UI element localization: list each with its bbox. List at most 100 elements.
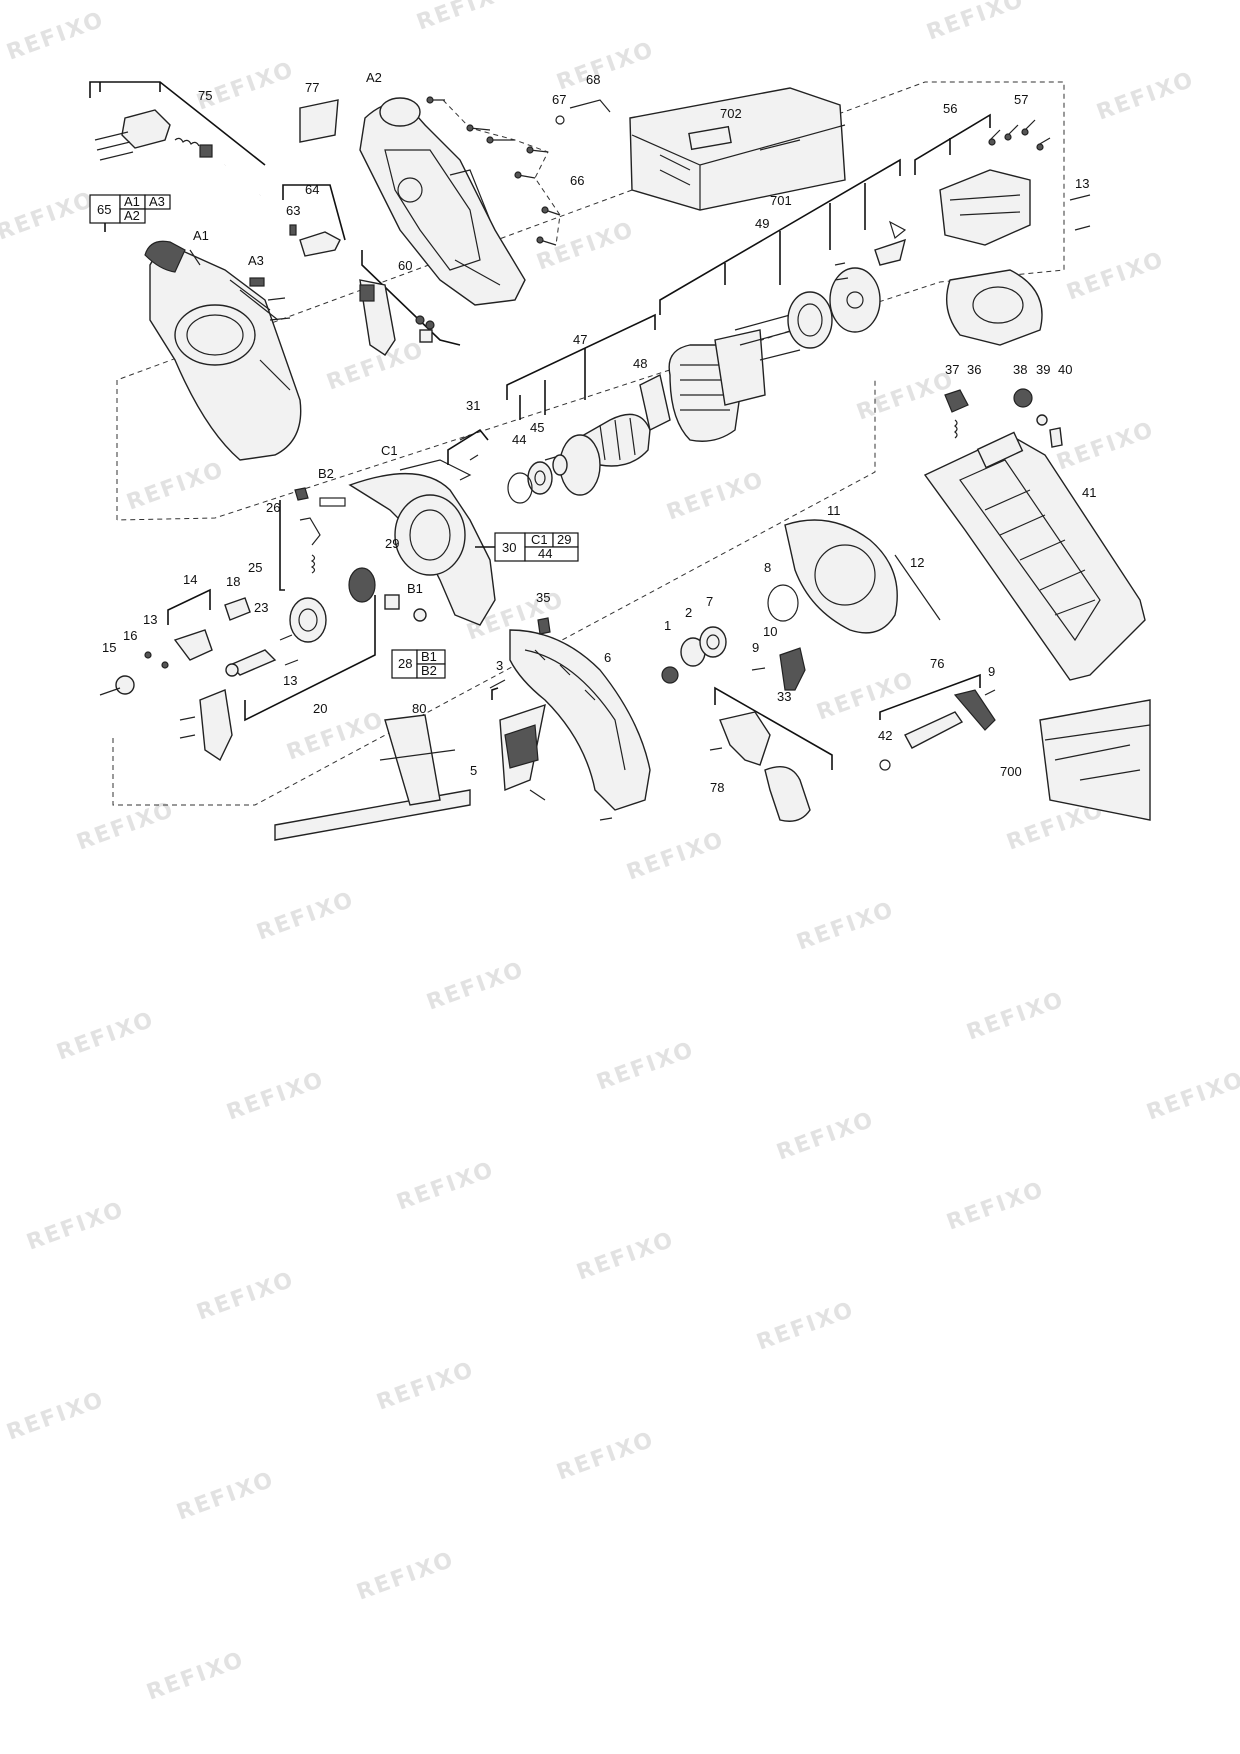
part-label: B2 [421,663,437,678]
reference-box-30 [475,532,579,562]
part-label: 9 [752,640,759,655]
watermark: REFIXO [194,1267,298,1325]
part-label: A1 [124,194,140,209]
part-label: 701 [770,193,792,208]
part-label: 18 [226,574,240,589]
rotor-47 [506,313,664,496]
parallel-guide-80 [274,714,471,841]
watermark: REFIXO [24,1197,128,1255]
riving-knife-3-5 [489,679,613,821]
lock-lever-76 [879,673,996,771]
watermark: REFIXO [374,1357,478,1415]
watermark: REFIXO [4,1387,108,1445]
part-label: 15 [102,640,116,655]
reference-box-28 [391,649,446,679]
clip-a3 [249,277,265,287]
watermark: REFIXO [4,7,108,65]
dust-port-33 [709,686,833,822]
part-label: 64 [305,182,319,197]
part-label: 25 [248,560,262,575]
part-label: 56 [943,101,957,116]
watermark: REFIXO [774,1107,878,1165]
bracket-31 [447,428,489,465]
part-label: 37 [945,362,959,377]
part-label: 1 [664,618,671,633]
carry-case-701 [629,87,846,211]
blade-guard-11 [784,519,898,634]
base-plate-41 [923,431,1146,681]
collar [199,144,213,158]
part-label: 8 [764,560,771,575]
watermark: REFIXO [554,37,658,95]
part-label: 28 [398,656,412,671]
part-label: 7 [706,594,713,609]
part-label: 30 [502,540,516,555]
watermark: REFIXO [754,1297,858,1355]
brush-holder-56 [914,113,1091,346]
part-label: 39 [1036,362,1050,377]
part-label: 16 [123,628,137,643]
part-label: 9 [988,664,995,679]
watermark: REFIXO [574,1227,678,1285]
knobs-36-40 [944,388,1063,448]
part-label: 60 [398,258,412,273]
lever-10 [751,647,806,691]
part-label: 700 [1000,764,1022,779]
watermark: REFIXO [1064,247,1168,305]
part-label: A3 [149,194,165,209]
screws-66 [426,96,561,246]
part-label: 80 [412,701,426,716]
handle-bracket [121,109,171,149]
switch-60 [359,250,461,356]
lower-assembly-outline [112,380,876,806]
watermark: REFIXO [554,1427,658,1485]
part-label: 47 [573,332,587,347]
watermark: REFIXO [534,217,638,275]
switch-64 [282,184,346,257]
spring [174,137,200,147]
watermark: REFIXO [284,707,388,765]
part-label: 2 [685,605,692,620]
part-label: B2 [318,466,334,481]
part-label: 78 [710,780,724,795]
watermark: REFIXO [924,0,1028,46]
watermark: REFIXO [124,457,228,515]
part-label: 31 [466,398,480,413]
part-label: A1 [193,228,209,243]
motor-group-49 [659,158,907,442]
part-label: 12 [910,555,924,570]
watermark: REFIXO [194,57,298,115]
watermark: REFIXO [0,187,98,245]
watermark: REFIXO [424,957,528,1015]
part-label: A2 [124,208,140,223]
part-label: 35 [536,590,550,605]
carry-case-700 [1039,699,1151,821]
part-label: 41 [1082,485,1096,500]
part-label: 68 [586,72,600,87]
part-label: 77 [305,80,319,95]
part-label: 10 [763,624,777,639]
screw [267,297,291,321]
watermark: REFIXO [394,1157,498,1215]
motor-housing-a1 [144,240,302,461]
watermark: REFIXO [74,797,178,855]
watermark: REFIXO [224,1067,328,1125]
pin-b1 [413,608,427,622]
bearings-44-45 [507,380,568,504]
part-label: 42 [878,728,892,743]
part-label: 65 [97,202,111,217]
reference-box-65 [89,194,171,232]
part-label: 40 [1058,362,1072,377]
part-label: 76 [930,656,944,671]
part-label: 5 [470,763,477,778]
watermark: REFIXO [664,467,768,525]
part-label: 45 [530,420,544,435]
part-label: 13 [283,673,297,688]
blade-washers [661,584,799,684]
part-label: 3 [496,658,503,673]
watermark: REFIXO [794,897,898,955]
screws [94,131,134,161]
part-label: 702 [720,106,742,121]
part-label: 33 [777,689,791,704]
part-label: 44 [538,546,552,561]
